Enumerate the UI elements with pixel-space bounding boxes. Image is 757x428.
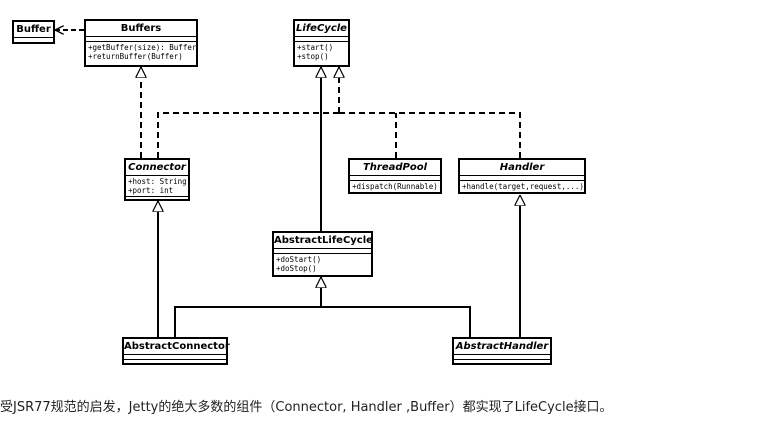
class-abstractconnector[interactable]: AbstractConnector bbox=[122, 337, 230, 365]
class-name: Buffers bbox=[86, 21, 196, 37]
class-name: AbstractLifeCycle bbox=[274, 233, 373, 249]
operations: +getBuffer(size): Buffer +returnBuffer(B… bbox=[86, 42, 196, 62]
interface-handler[interactable]: Handler +handle(target,request,...) bbox=[458, 158, 586, 194]
operations: +handle(target,request,...) bbox=[460, 181, 584, 192]
operation: +doStart() bbox=[276, 255, 322, 264]
operations: +dispatch(Runnable) bbox=[350, 181, 440, 192]
class-name: AbstractHandler bbox=[454, 339, 550, 355]
relations-layer bbox=[55, 0, 757, 337]
attribute: +port: int bbox=[128, 186, 174, 195]
realization-connector-lifecycle bbox=[157, 112, 339, 158]
class-buffers[interactable]: Buffers +getBuffer(size): Buffer +return… bbox=[84, 19, 198, 67]
uml-class-diagram: Buffer Buffers +getBuffer(size): Buffer … bbox=[12, 0, 757, 365]
class-name: LifeCycle bbox=[295, 21, 348, 37]
generalization-abstractconnector-abstractlifecycle bbox=[174, 306, 321, 337]
interface-connector[interactable]: Connector +host: String +port: int bbox=[124, 158, 190, 201]
attribute: +host: String bbox=[128, 177, 187, 186]
operations: +doStart() +doStop() bbox=[274, 254, 371, 274]
class-abstracthandler[interactable]: AbstractHandler bbox=[452, 337, 552, 365]
figure-caption: 受JSR77规范的启发，Jetty的绝大多数的组件（Connector, Han… bbox=[0, 400, 613, 415]
interface-threadpool[interactable]: ThreadPool +dispatch(Runnable) bbox=[348, 158, 442, 194]
class-name: Handler bbox=[460, 160, 584, 176]
operation: +getBuffer(size): Buffer bbox=[88, 43, 197, 52]
interface-lifecycle[interactable]: LifeCycle +start() +stop() bbox=[293, 19, 350, 67]
operation: +stop() bbox=[297, 52, 329, 61]
operation: +start() bbox=[297, 43, 334, 52]
operation: +handle(target,request,...) bbox=[462, 182, 584, 191]
operation: +doStop() bbox=[276, 264, 317, 273]
class-name: ThreadPool bbox=[350, 160, 440, 176]
class-name: AbstractConnector bbox=[124, 339, 230, 355]
operations: +start() +stop() bbox=[295, 42, 348, 62]
generalization-abstracthandler-abstractlifecycle bbox=[321, 306, 471, 337]
operation: +returnBuffer(Buffer) bbox=[88, 52, 183, 61]
class-abstractlifecycle[interactable]: AbstractLifeCycle +doStart() +doStop() bbox=[272, 231, 373, 277]
class-buffer[interactable]: Buffer bbox=[12, 20, 55, 44]
operation: +dispatch(Runnable) bbox=[352, 182, 438, 191]
class-name: Buffer bbox=[14, 22, 53, 38]
realization-handler-lifecycle bbox=[339, 112, 521, 158]
attributes: +host: String +port: int bbox=[126, 176, 188, 197]
class-name: Connector bbox=[126, 160, 188, 176]
